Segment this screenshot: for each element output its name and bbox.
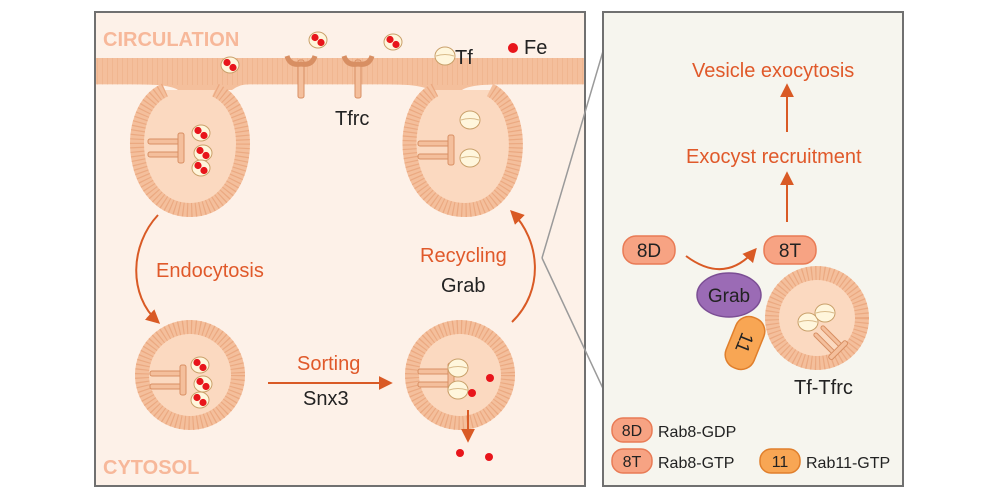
early-endosome — [135, 320, 245, 430]
snx3-label: Snx3 — [303, 388, 349, 410]
legend-badge-text: 8D — [622, 423, 642, 440]
endocytosis-label: Endocytosis — [156, 260, 264, 282]
legend-text: Rab8-GDP — [658, 424, 736, 441]
tf-iron-complex — [220, 56, 240, 74]
legend-badge-rab11-gtp — [759, 448, 801, 474]
vesicle-exocytosis-label: Vesicle exocytosis — [692, 60, 854, 82]
tfrc-label: Tfrc — [335, 108, 369, 130]
legend-badge-text: 8T — [623, 454, 642, 471]
legend-badge-rab8-gdp — [611, 417, 653, 443]
tfrc-receptor — [284, 55, 318, 99]
legend-badge-text: 11 — [772, 454, 789, 471]
tf-tfrc-label: Tf-Tfrc — [794, 377, 853, 399]
exocyst-recruitment-label: Exocyst recruitment — [686, 146, 862, 168]
membrane-texture — [96, 58, 584, 85]
rab8-gdp-badge — [622, 235, 676, 265]
legend-item: 8T Rab8-GTP — [611, 448, 734, 474]
right-panel: Vesicle exocytosis Exocyst recruitment 8… — [602, 11, 904, 487]
circulation-label: CIRCULATION — [103, 29, 239, 51]
recycling-arrow — [510, 210, 536, 323]
legend-item: 8D Rab8-GDP — [611, 417, 736, 443]
tfrc-receptor — [341, 55, 375, 99]
fe-legend-icon — [508, 43, 518, 53]
endocytic-vesicle — [130, 83, 250, 218]
grab-protein-text: Grab — [708, 286, 750, 307]
activation-arrow — [685, 247, 757, 270]
rab8-gdp-badge-text: 8D — [637, 241, 661, 262]
sorting-label: Sorting — [297, 353, 360, 375]
sorting-endosome — [405, 320, 515, 430]
tf-legend-label: Tf — [455, 47, 473, 69]
exocytic-vesicle — [765, 266, 869, 370]
rab11-protein — [724, 315, 766, 371]
legend-text: Rab11-GTP — [806, 455, 890, 472]
released-iron — [485, 453, 493, 461]
recycling-vesicle — [402, 83, 523, 218]
tf-legend-icon — [434, 46, 456, 66]
legend-text: Rab8-GTP — [658, 455, 734, 472]
rab8-gtp-badge-text: 8T — [779, 241, 802, 262]
legend-badge-rab8-gtp — [611, 448, 653, 474]
rab8-gtp-badge — [763, 235, 817, 265]
grab-label: Grab — [441, 275, 485, 297]
tf-iron-complex — [383, 33, 403, 51]
legend-item: 11 Rab11-GTP — [759, 448, 890, 474]
cytosol-label: CYTOSOL — [103, 457, 199, 479]
fe-legend-label: Fe — [524, 37, 547, 59]
grab-protein — [696, 272, 762, 318]
left-panel: Tf Fe CIRCULATION Tfrc — [94, 11, 586, 487]
recycling-label: Recycling — [420, 245, 507, 267]
endocytosis-arrow — [135, 214, 161, 324]
tf-iron-complex — [308, 31, 328, 49]
released-iron — [456, 449, 464, 457]
